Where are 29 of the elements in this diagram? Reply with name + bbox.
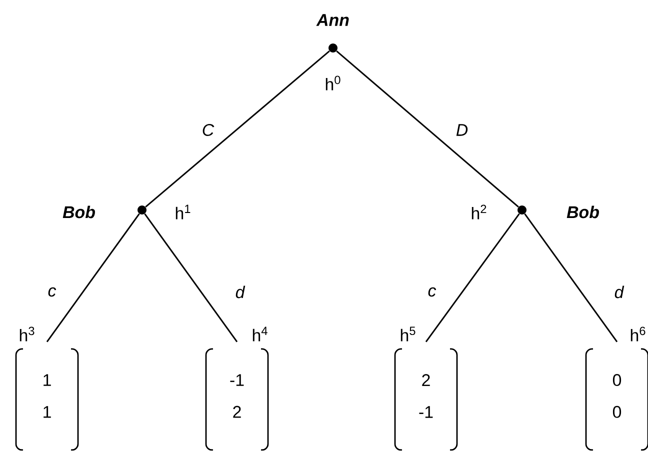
edge-label: D bbox=[456, 124, 468, 136]
branch-line bbox=[144, 213, 238, 342]
decision-node bbox=[328, 44, 338, 52]
player-label: Bob bbox=[62, 206, 95, 218]
branch-line bbox=[336, 50, 519, 208]
payoff-vector: 1 1 bbox=[15, 348, 79, 451]
history-label: h$^{5}$ bbox=[400, 326, 416, 342]
branch-line bbox=[524, 213, 618, 342]
edge-label: d bbox=[614, 286, 624, 298]
decision-node bbox=[138, 205, 146, 214]
edge-label: c bbox=[428, 287, 436, 297]
history-label: h$^{1}$ bbox=[176, 204, 190, 220]
edge-label: d bbox=[236, 286, 246, 298]
history-label: h$^{3}$ bbox=[20, 326, 34, 342]
branch-line bbox=[425, 213, 520, 342]
player-label: Ann bbox=[316, 14, 349, 26]
payoff-vector: 0 0 bbox=[585, 348, 648, 451]
branch-line bbox=[145, 50, 330, 208]
player-label: Bob bbox=[566, 206, 599, 218]
history-label: h$^{2}$ bbox=[472, 204, 486, 220]
history-label: h$^{4}$ bbox=[252, 326, 268, 342]
edge-label: c bbox=[48, 287, 56, 297]
payoff-vector: -1 2 bbox=[205, 348, 269, 451]
edge-label: C bbox=[202, 124, 214, 136]
branch-line bbox=[46, 213, 140, 342]
history-label: h$^{6}$ bbox=[630, 326, 646, 342]
history-label: h$^{0}$ bbox=[326, 76, 340, 90]
payoff-vector: 2 -1 bbox=[394, 348, 458, 451]
decision-node bbox=[518, 205, 526, 214]
